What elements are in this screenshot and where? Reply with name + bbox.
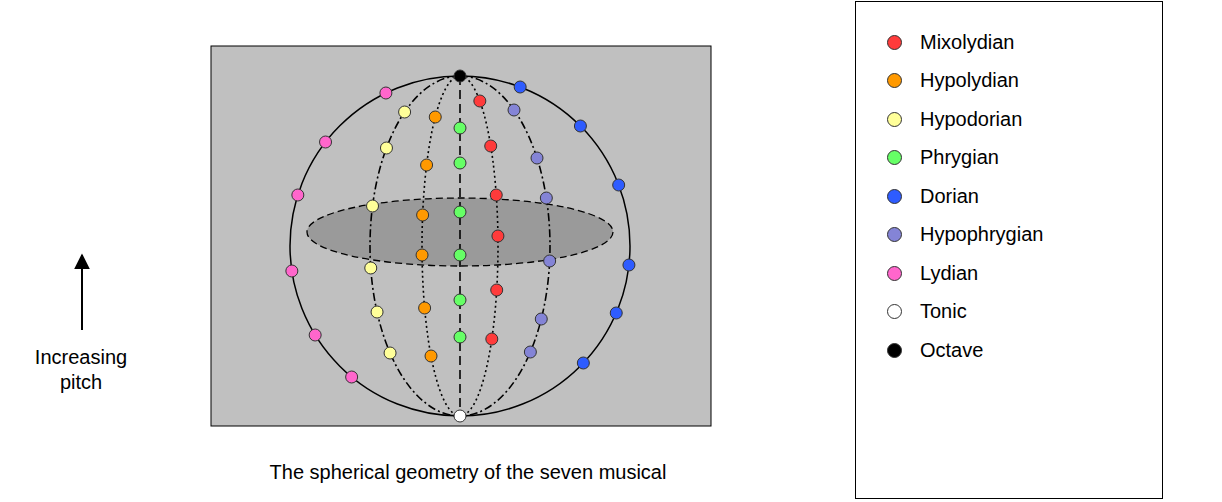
- note-dot: [610, 307, 622, 319]
- note-dot: [292, 189, 304, 201]
- note-dot: [514, 81, 526, 93]
- note-dot: [508, 104, 520, 116]
- note-dot: [574, 120, 586, 132]
- note-dot: [454, 206, 466, 218]
- note-dot: [320, 136, 332, 148]
- legend-row: Phrygian: [856, 144, 999, 172]
- note-dot: [454, 410, 466, 422]
- note-dot: [454, 331, 466, 343]
- note-dot: [613, 179, 625, 191]
- note-dot: [454, 70, 466, 82]
- note-dot: [454, 157, 466, 169]
- note-dot: [535, 313, 547, 325]
- note-dot: [531, 152, 543, 164]
- meridian-line: [460, 76, 550, 416]
- note-dot: [421, 159, 433, 171]
- meridian-line: [370, 76, 460, 416]
- note-dot: [486, 333, 498, 345]
- legend-row: Lydian: [856, 259, 978, 287]
- note-dot: [490, 189, 502, 201]
- legend-text: Lydian: [920, 261, 978, 286]
- note-dot: [544, 255, 556, 267]
- legend-swatch: [887, 189, 902, 204]
- note-dot: [286, 265, 298, 277]
- note-dot: [346, 371, 358, 383]
- axis-label: Increasing pitch: [25, 345, 137, 395]
- note-dot: [623, 259, 635, 271]
- note-dot: [454, 249, 466, 261]
- legend-box: MixolydianHypolydianHypodorianPhrygianDo…: [855, 1, 1163, 499]
- legend-text: Hypodorian: [920, 107, 1022, 132]
- legend-text: Tonic: [920, 299, 967, 324]
- legend-swatch: [887, 343, 902, 358]
- note-dot: [367, 200, 379, 212]
- legend-text: Octave: [920, 338, 983, 363]
- legend-swatch: [887, 227, 902, 242]
- legend-text: Dorian: [920, 184, 979, 209]
- note-dot: [474, 95, 486, 107]
- figure-caption: The spherical geometry of the seven musi…: [218, 460, 718, 485]
- note-dot: [577, 357, 589, 369]
- note-dot: [384, 347, 396, 359]
- note-dot: [417, 209, 429, 221]
- legend-row: Mixolydian: [856, 28, 1014, 56]
- legend-row: Tonic: [856, 298, 967, 326]
- pitch-arrow: [81, 255, 83, 330]
- note-dot: [491, 284, 503, 296]
- note-dot: [429, 111, 441, 123]
- legend-row: Hypolydian: [856, 67, 1019, 95]
- legend-swatch: [887, 304, 902, 319]
- legend-swatch: [887, 73, 902, 88]
- sphere-outline: [290, 76, 630, 416]
- legend-row: Octave: [856, 336, 983, 364]
- note-dot: [309, 329, 321, 341]
- note-dot: [425, 350, 437, 362]
- note-dot: [365, 262, 377, 274]
- note-dot: [454, 294, 466, 306]
- legend-text: Hypophrygian: [920, 222, 1043, 247]
- legend-text: Mixolydian: [920, 30, 1014, 55]
- legend-swatch: [887, 150, 902, 165]
- legend-swatch: [887, 266, 902, 281]
- note-dot: [454, 122, 466, 134]
- legend-swatch: [887, 112, 902, 127]
- legend-text: Phrygian: [920, 145, 999, 170]
- legend-row: Hypophrygian: [856, 221, 1043, 249]
- note-dot: [524, 346, 536, 358]
- note-dot: [540, 192, 552, 204]
- note-dot: [492, 230, 504, 242]
- note-dot: [485, 140, 497, 152]
- note-dot: [380, 87, 392, 99]
- legend-text: Hypolydian: [920, 68, 1019, 93]
- note-dot: [399, 106, 411, 118]
- note-dot: [371, 306, 383, 318]
- legend-row: Hypodorian: [856, 105, 1022, 133]
- legend-swatch: [887, 35, 902, 50]
- grey-panel: [211, 46, 711, 426]
- legend-row: Dorian: [856, 182, 979, 210]
- note-dot: [419, 302, 431, 314]
- note-dot: [380, 142, 392, 154]
- note-dot: [416, 249, 428, 261]
